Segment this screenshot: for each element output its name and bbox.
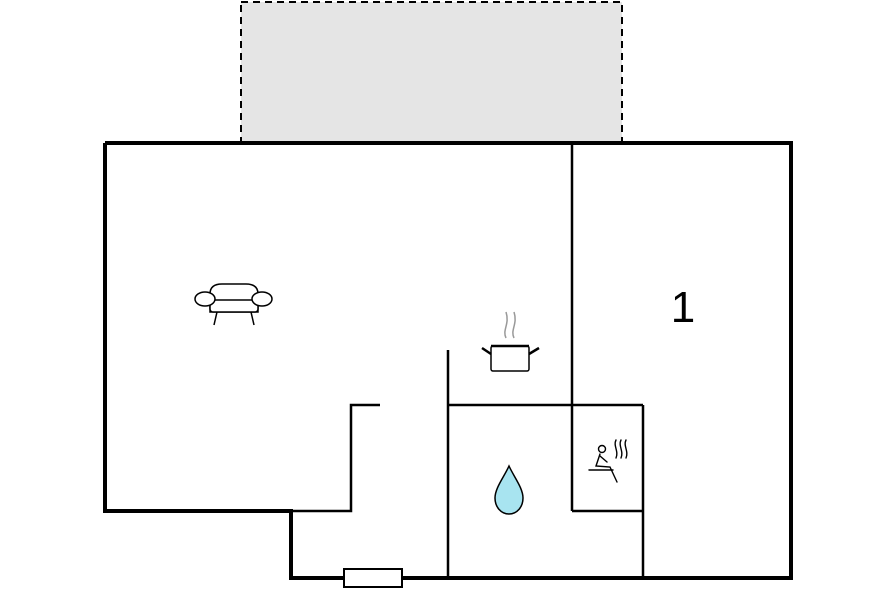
wall-entry-nook [291,403,380,513]
water-drop-icon [494,464,524,515]
interior-walls [291,143,645,578]
window [343,568,403,588]
terrace-area [240,1,623,143]
sofa-icon [194,283,273,326]
cooking-pot-icon [481,311,540,372]
room-label-bedroom: 1 [671,283,695,332]
sauna-icon [588,439,628,483]
